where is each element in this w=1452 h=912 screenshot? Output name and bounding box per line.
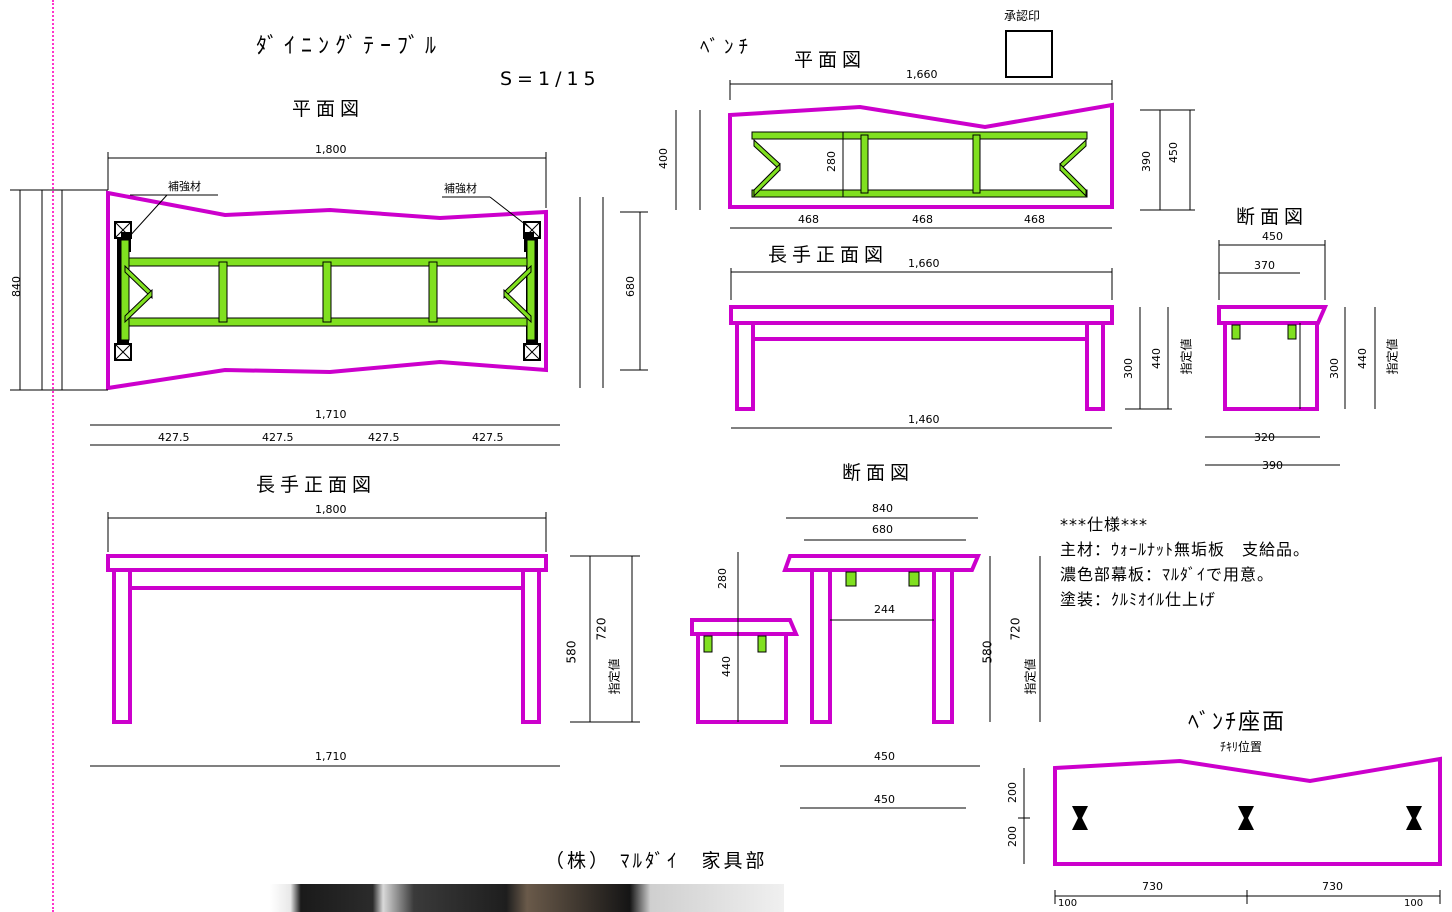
dim-bench-bay-1: 468 bbox=[798, 213, 819, 226]
dim-bench-h: 280 bbox=[716, 568, 729, 589]
dim-seat-span-2: 730 bbox=[1322, 880, 1343, 893]
table-front-label: 長手正面図 bbox=[256, 474, 377, 496]
dim-bench-section-inner: 370 bbox=[1254, 259, 1275, 272]
table-plan-view bbox=[10, 152, 648, 446]
dim-bench-inner2: 390 bbox=[1140, 151, 1153, 172]
dim-table-width: 1,800 bbox=[315, 143, 347, 156]
dim-bench-section-leg-h: 300 bbox=[1328, 358, 1341, 379]
bench-plan-label: 平面図 bbox=[794, 49, 867, 71]
bench-section-label: 断面図 bbox=[1236, 206, 1309, 228]
bench-section-view bbox=[1205, 240, 1376, 466]
bench-plan-view bbox=[675, 80, 1195, 229]
dim-seat-edge-2: 100 bbox=[1404, 898, 1424, 909]
dining-table-title: ﾀﾞｲﾆﾝｸﾞﾃｰﾌﾞﾙ bbox=[256, 34, 443, 59]
dim-section-between: 244 bbox=[874, 603, 895, 616]
dim-bench-section-width: 450 bbox=[1262, 230, 1283, 243]
designated-value-label-2: 指定値 bbox=[1023, 658, 1038, 695]
dim-bench-section-height: 440 bbox=[1356, 348, 1369, 369]
dim-seat-span-1: 730 bbox=[1142, 880, 1163, 893]
reinforce-callout-left: 補強材 bbox=[168, 180, 201, 193]
designated-value-label-3: 指定値 bbox=[1179, 338, 1194, 375]
approval-stamp-box bbox=[1005, 30, 1053, 78]
dim-bay-4: 427.5 bbox=[472, 431, 504, 444]
designated-value-label: 指定値 bbox=[607, 658, 622, 695]
dim-bay-1: 427.5 bbox=[158, 431, 190, 444]
table-top-front bbox=[106, 554, 548, 572]
butterfly-key-icon bbox=[1072, 806, 1422, 830]
dim-seat-h2: 200 bbox=[1006, 826, 1019, 847]
reinforce-callout-right: 補強材 bbox=[444, 182, 477, 195]
approval-stamp-label: 承認印 bbox=[1004, 9, 1041, 23]
dim-table-depth-mid: 680 bbox=[624, 276, 637, 297]
dim-front-leg-h: 580 bbox=[564, 640, 579, 664]
dim-section-width: 840 bbox=[872, 502, 893, 515]
margin-guide-line bbox=[52, 0, 54, 912]
dim-table-inner: 1,710 bbox=[315, 408, 347, 421]
dim-bench-front-height: 440 bbox=[1150, 348, 1163, 369]
spec-block: ***仕様*** 主材：ｳｫｰﾙﾅｯﾄ無垢板 支給品。 濃色部幕板：ﾏﾙﾀﾞｲで… bbox=[1060, 512, 1310, 612]
dim-table-depth: 840 bbox=[10, 276, 23, 297]
table-plan-label: 平面図 bbox=[292, 98, 365, 120]
bench-title: ﾍﾞﾝﾁ bbox=[700, 36, 754, 58]
table-section-label: 断面図 bbox=[842, 462, 915, 484]
chigiri-position-label: ﾁｷﾘ位置 bbox=[1220, 740, 1263, 754]
dim-section-inner: 680 bbox=[872, 523, 893, 536]
table-frame bbox=[120, 239, 536, 341]
dim-bay-3: 427.5 bbox=[368, 431, 400, 444]
dim-bench-bay-2: 468 bbox=[912, 213, 933, 226]
designated-value-label-4: 指定値 bbox=[1385, 338, 1400, 375]
dim-seat-h1: 200 bbox=[1006, 782, 1019, 803]
dim-bench-depth-left: 400 bbox=[657, 148, 670, 169]
dim-bench-inner: 280 bbox=[825, 151, 838, 172]
dim-section-leg-h: 580 bbox=[980, 640, 995, 664]
table-top-outline bbox=[106, 190, 548, 391]
dim-section-height: 720 bbox=[1008, 617, 1023, 641]
dim-bench-front-leg-h: 300 bbox=[1122, 358, 1135, 379]
dim-bench-section-bottom-a: 320 bbox=[1254, 431, 1275, 444]
bench-seat-view bbox=[1018, 756, 1442, 904]
dim-bench-section-bottom-b: 390 bbox=[1262, 459, 1283, 472]
dim-bench-bay-3: 468 bbox=[1024, 213, 1045, 226]
dim-bench-leg: 440 bbox=[720, 656, 733, 677]
company-name: （株） ﾏﾙﾀﾞｲ 家具部 bbox=[545, 850, 768, 872]
dim-bay-2: 427.5 bbox=[262, 431, 294, 444]
dim-bench-front-inner: 1,460 bbox=[908, 413, 940, 426]
dim-section-mid: 450 bbox=[874, 750, 895, 763]
photo-strip bbox=[270, 884, 784, 912]
dim-section-mid-2: 450 bbox=[874, 793, 895, 806]
spec-line-1: 主材：ｳｫｰﾙﾅｯﾄ無垢板 支給品。 bbox=[1060, 540, 1311, 559]
spec-line-3: 塗装：ｸﾙﾐｵｲﾙ仕上げ bbox=[1060, 590, 1217, 609]
spec-line-2: 濃色部幕板：ﾏﾙﾀﾞｲで用意。 bbox=[1060, 565, 1275, 584]
dim-front-width: 1,800 bbox=[315, 503, 347, 516]
scale-label: S=1/15 bbox=[500, 68, 601, 90]
bench-seat-title: ﾍﾞﾝﾁ座面 bbox=[1188, 710, 1287, 735]
dim-front-inner: 1,710 bbox=[315, 750, 347, 763]
spec-heading: ***仕様*** bbox=[1060, 515, 1149, 534]
bench-front-label: 長手正面図 bbox=[768, 244, 889, 266]
bench-front-view bbox=[729, 268, 1172, 429]
dim-seat-edge: 100 bbox=[1058, 898, 1078, 909]
table-front-view bbox=[90, 512, 640, 767]
dim-front-height: 720 bbox=[594, 617, 609, 641]
dim-bench-width: 1,660 bbox=[906, 68, 938, 81]
dim-bench-front-width: 1,660 bbox=[908, 257, 940, 270]
table-section-view bbox=[690, 517, 1041, 809]
dim-bench-depth-right: 450 bbox=[1167, 142, 1180, 163]
